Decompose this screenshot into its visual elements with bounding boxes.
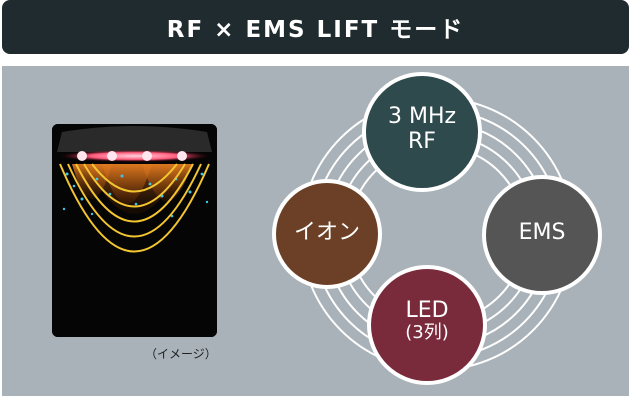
ion-label: イオン [277, 220, 377, 245]
image-caption: （イメージ） [145, 347, 217, 361]
led-label: LED (3列) [377, 298, 477, 344]
led-label-line2: (3列) [405, 322, 449, 344]
ion-node [272, 179, 382, 289]
led-node [367, 265, 487, 385]
page-title: RF × EMS LIFT モード [166, 17, 465, 43]
concentric-rings [272, 72, 602, 385]
device-image [52, 124, 217, 337]
rf-node [362, 72, 482, 192]
ems-label: EMS [492, 220, 592, 245]
ems-node [482, 175, 602, 295]
rf-label-line2: RF [408, 129, 436, 155]
rf-label-line1: 3 MHz [387, 104, 457, 129]
ems-label-line1: EMS [518, 220, 566, 245]
title-bar: RF × EMS LIFT モード [2, 0, 629, 54]
device-illustration [52, 124, 217, 337]
rf-label: 3 MHz RF [372, 104, 472, 155]
led-label-line1: LED [405, 298, 449, 323]
mode-diagram: 3 MHz RF EMS LED (3列) イオン [265, 72, 605, 390]
ion-label-line1: イオン [293, 220, 360, 245]
